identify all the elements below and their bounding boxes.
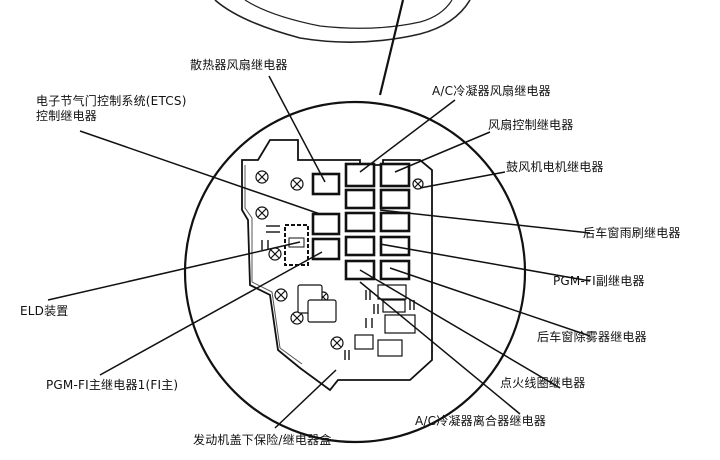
label-pgm-fi-sub-relay: PGM-FI副继电器 xyxy=(553,274,645,288)
label-rear-defogger-relay: 后车窗除雾器继电器 xyxy=(537,330,647,344)
fuse-slots xyxy=(297,284,416,357)
label-rear-wiper-relay: 后车窗雨刷继电器 xyxy=(583,226,681,240)
label-blower-motor-relay: 鼓风机电机继电器 xyxy=(506,160,604,174)
label-fan-control-relay: 风扇控制继电器 xyxy=(488,118,574,132)
engine-outline-inner xyxy=(244,0,453,29)
label-fuse-box: 发动机盖下保险/继电器盒 xyxy=(193,433,332,447)
label-ac-condenser-fan-relay: A/C冷凝器风扇继电器 xyxy=(432,84,551,98)
label-ignition-coil-relay: 点火线圈继电器 xyxy=(500,376,586,390)
engine-outline xyxy=(214,0,471,43)
label-radiator-fan-relay: 散热器风扇继电器 xyxy=(190,58,288,72)
label-pgm-fi-main-relay: PGM-FI主继电器1(FI主) xyxy=(46,378,179,392)
screw-bosses xyxy=(255,170,424,350)
label-ac-clutch-relay: A/C冷凝器离合器继电器 xyxy=(415,414,547,428)
zoom-leader xyxy=(378,0,405,96)
label-eld-unit: ELD装置 xyxy=(20,304,69,318)
leader-lines xyxy=(47,75,591,429)
label-etcs-relay: 电子节气门控制系统(ETCS) 控制继电器 xyxy=(36,94,187,123)
